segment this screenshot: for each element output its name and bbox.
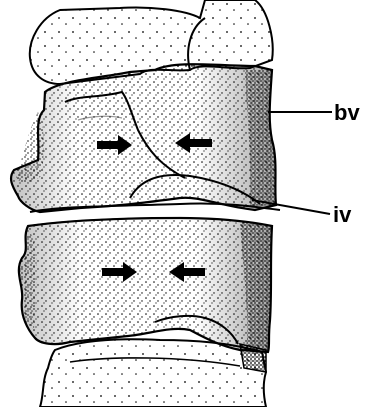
bv-label: bv — [334, 100, 360, 125]
lower-vertebra — [40, 339, 266, 407]
vertebral-body-lower — [19, 218, 272, 352]
vertebral-body-upper — [11, 64, 276, 212]
iv-label: iv — [333, 202, 352, 227]
